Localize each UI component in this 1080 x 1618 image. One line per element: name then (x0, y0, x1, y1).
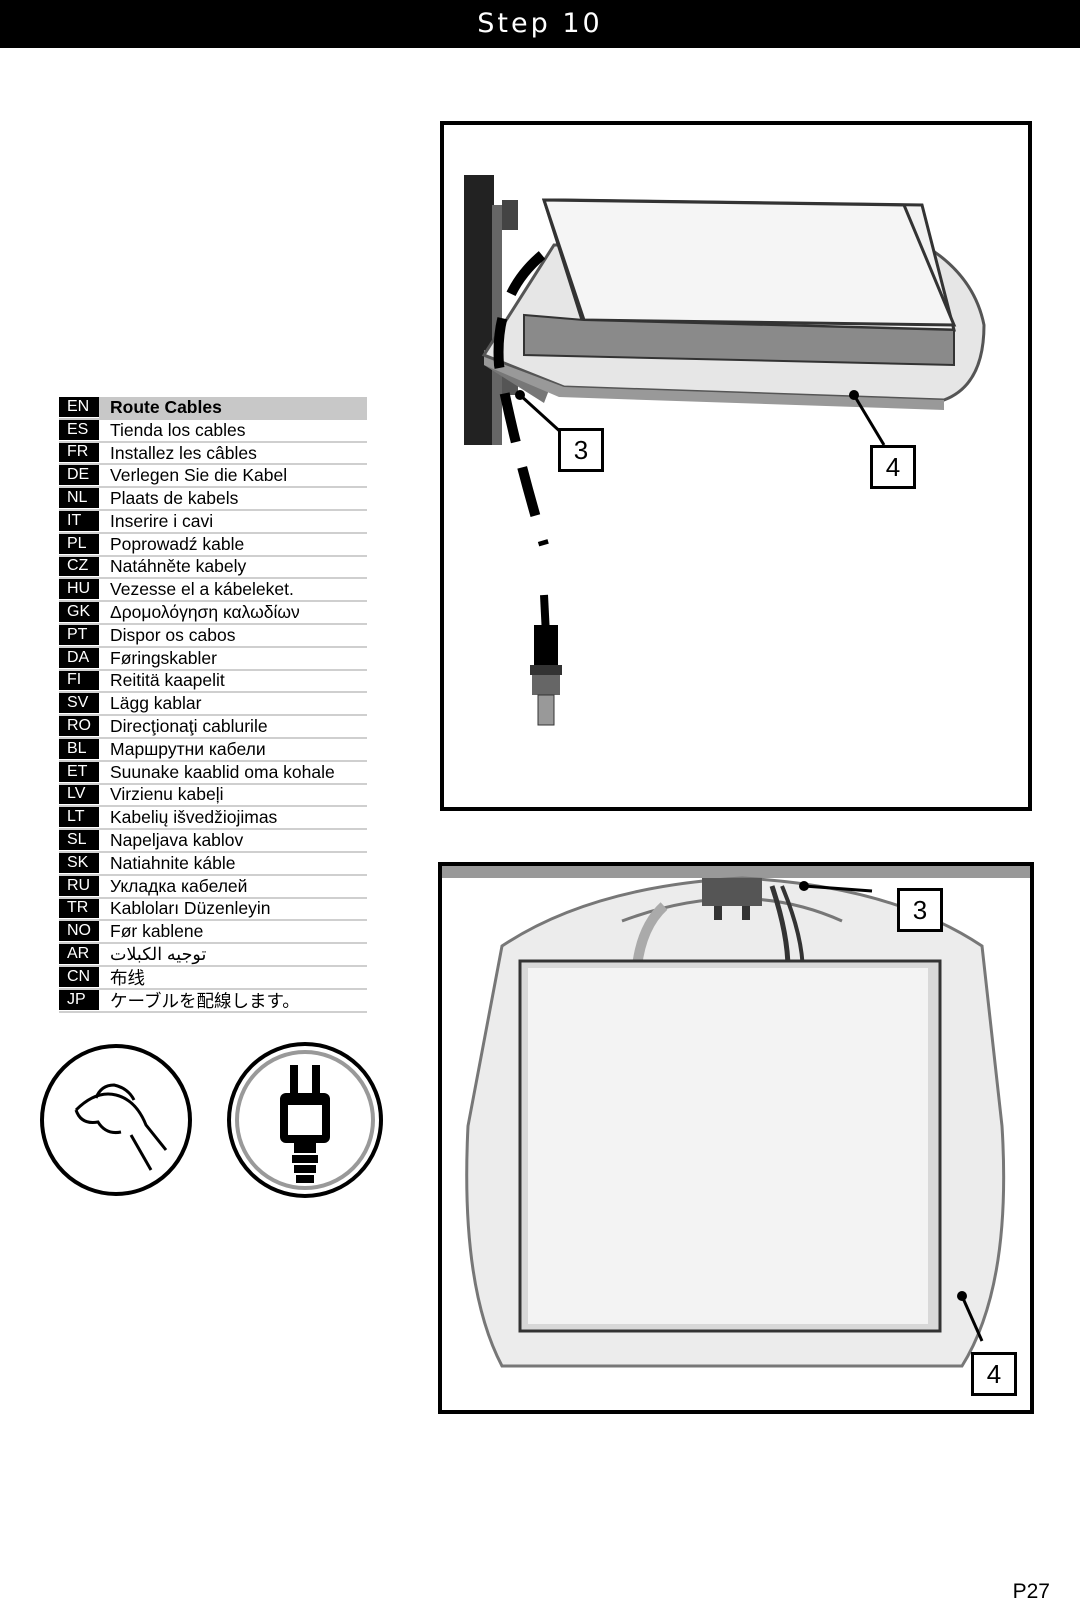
language-row: BL Маршрутни кабели (59, 739, 367, 762)
top-view-illustration: 3 4 (438, 862, 1034, 1414)
language-code: RU (59, 875, 99, 897)
callout-top-shelf-label: 4 (971, 1352, 1017, 1396)
language-row: PL Poprowadź kable (59, 534, 367, 557)
language-instruction: Route Cables (110, 396, 222, 417)
language-instruction: Kabloları Düzenleyin (110, 898, 271, 919)
language-row: FR Installez les câbles (59, 443, 367, 466)
language-row: CN 布线 (59, 966, 367, 990)
language-instruction: ケーブルを配線します。 (110, 990, 300, 1011)
language-code: AR (59, 944, 99, 965)
language-code: TR (59, 898, 99, 920)
language-row: ET Suunake kaablid oma kohale (59, 762, 367, 785)
language-row: CZ Natáhněte kabely (59, 556, 367, 580)
language-instruction: Natiahnite káble (110, 852, 236, 873)
language-code: SL (59, 830, 99, 851)
language-instruction: Direcţionaţi cablurile (110, 716, 268, 737)
language-instruction: Маршрутни кабели (110, 738, 266, 759)
wall-plate (464, 175, 494, 445)
language-code: IT (59, 510, 99, 532)
language-code: NL (59, 488, 99, 509)
language-instruction: Før kablene (110, 921, 204, 942)
language-code: BL (59, 738, 99, 760)
callout-top-cable-label: 3 (897, 888, 943, 932)
language-instruction: Natáhněte kabely (110, 556, 247, 577)
language-row: GK Δρομολόγηση καλωδίων (59, 602, 367, 625)
hand-tighten-icon (36, 1040, 196, 1205)
language-row: ES Tienda los cables (59, 420, 367, 443)
language-row: SL Napeljava kablov (59, 830, 367, 853)
language-instruction: Vezesse el a kábeleket. (110, 579, 294, 600)
language-row: FI Reititä kaapelit (59, 670, 367, 694)
language-instruction: Installez les câbles (110, 442, 257, 463)
language-row: PT Dispor os cabos (59, 625, 367, 648)
language-code: HU (59, 579, 99, 601)
language-code: JP (59, 989, 99, 1011)
language-code: CZ (59, 556, 99, 578)
language-code: DE (59, 465, 99, 487)
language-instruction: Укладка кабелей (110, 875, 248, 896)
language-instruction: Suunake kaablid oma kohale (110, 761, 335, 782)
language-code: PT (59, 624, 99, 646)
language-code: ET (59, 761, 99, 783)
language-code: CN (59, 966, 99, 988)
language-row: EN Route Cables (59, 397, 367, 420)
side-view-illustration: 3 4 (440, 121, 1032, 811)
language-instruction: Verlegen Sie die Kabel (110, 465, 288, 486)
language-row: TR Kabloları Düzenleyin (59, 898, 367, 922)
page-number: P27 (1012, 1580, 1050, 1603)
power-plug-icon (220, 1035, 390, 1210)
language-instruction: Føringskabler (110, 647, 217, 668)
language-row: DA Føringskabler (59, 648, 367, 671)
language-row: SK Natiahnite káble (59, 853, 367, 876)
language-instruction: Lägg kablar (110, 693, 202, 714)
language-row: IT Inserire i cavi (59, 511, 367, 534)
language-row: LV Virzienu kabeļi (59, 784, 367, 808)
language-code: PL (59, 533, 99, 555)
language-code: RO (59, 716, 99, 737)
language-code: SK (59, 852, 99, 874)
language-instruction: توجيه الكبلات (110, 944, 207, 965)
language-instruction: Dispor os cabos (110, 624, 236, 645)
language-row: RO Direcţionaţi cablurile (59, 716, 367, 739)
shelf-side-view-drawing (464, 175, 986, 726)
language-code: LT (59, 807, 99, 829)
language-code: DA (59, 647, 99, 669)
language-instruction: Δρομολόγηση καλωδίων (110, 602, 300, 623)
language-instruction: Napeljava kablov (110, 830, 244, 851)
callout-shelf-label: 4 (870, 445, 916, 489)
language-code: GK (59, 602, 99, 623)
language-code: SV (59, 693, 99, 715)
step-title: Step 10 (0, 0, 1080, 48)
callout-cable-label: 3 (558, 428, 604, 472)
language-row: HU Vezesse el a kábeleket. (59, 579, 367, 603)
language-instruction: Reititä kaapelit (110, 670, 225, 691)
language-code: EN (59, 397, 99, 418)
language-instruction: Plaats de kabels (110, 488, 239, 509)
language-instruction: 布线 (110, 967, 145, 988)
language-row: NO Før kablene (59, 921, 367, 945)
language-instruction: Tienda los cables (110, 419, 246, 440)
language-row: SV Lägg kablar (59, 693, 367, 717)
language-row: AR توجيه الكبلات (59, 944, 367, 967)
language-code: LV (59, 784, 99, 806)
language-instruction: Poprowadź kable (110, 533, 245, 554)
language-row: JP ケーブルを配線します。 (59, 989, 367, 1013)
language-code: NO (59, 921, 99, 943)
language-row: NL Plaats de kabels (59, 488, 367, 511)
language-row: LT Kabelių išvedžiojimas (59, 807, 367, 831)
language-instruction: Kabelių išvedžiojimas (110, 807, 278, 828)
language-row: RU Укладка кабелей (59, 876, 367, 899)
language-row: DE Verlegen Sie die Kabel (59, 465, 367, 489)
language-instruction: Inserire i cavi (110, 510, 214, 531)
language-instruction: Virzienu kabeļi (110, 784, 224, 805)
language-code: FI (59, 670, 99, 692)
language-code: ES (59, 419, 99, 441)
shelf-top-view-drawing (442, 866, 1030, 1368)
language-code: FR (59, 442, 99, 464)
